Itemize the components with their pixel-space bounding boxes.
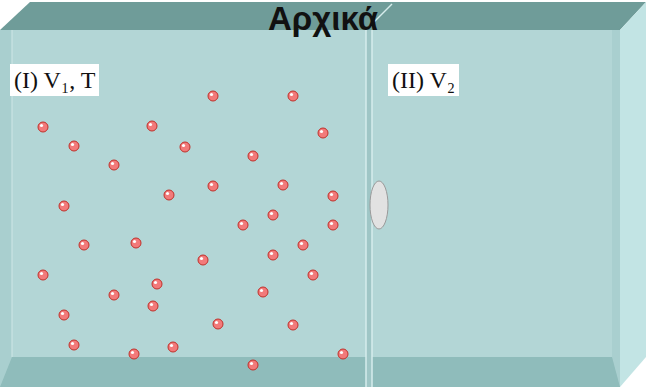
particle-highlight: [290, 322, 293, 325]
particle-highlight: [111, 292, 114, 295]
particle-highlight: [270, 252, 273, 255]
gas-particle: [213, 319, 223, 329]
gas-particle: [59, 310, 69, 320]
gas-particle: [288, 320, 298, 330]
chamber-label: (I) V₁, T: [10, 64, 99, 96]
particle-highlight: [250, 362, 253, 365]
chamber-label: (II) V₂: [388, 64, 459, 96]
chamber-text: (I) V₁, T: [14, 67, 95, 93]
gas-particle: [168, 342, 178, 352]
particle-highlight: [215, 321, 218, 324]
diagram-title: Αρχικά: [0, 0, 646, 38]
particle-highlight: [61, 203, 64, 206]
gas-particle: [308, 270, 318, 280]
gas-particle: [131, 238, 141, 248]
particle-highlight: [340, 351, 343, 354]
particle-highlight: [260, 289, 263, 292]
gas-particle: [268, 250, 278, 260]
gas-particle: [288, 91, 298, 101]
partition-edge: [365, 30, 367, 387]
right-face: [620, 2, 646, 387]
particle-highlight: [270, 212, 273, 215]
chamber-text: (II) V₂: [392, 67, 455, 93]
particle-highlight: [320, 130, 323, 133]
valve: [370, 181, 388, 229]
particle-highlight: [330, 193, 333, 196]
gas-particle: [152, 279, 162, 289]
particle-highlight: [40, 124, 43, 127]
gas-particle: [258, 287, 268, 297]
particle-highlight: [154, 281, 157, 284]
gas-particle: [328, 220, 338, 230]
gas-particle: [180, 142, 190, 152]
gas-particle: [38, 122, 48, 132]
back-wall: [12, 30, 612, 357]
particle-highlight: [210, 183, 213, 186]
gas-particle: [268, 210, 278, 220]
particle-highlight: [310, 272, 313, 275]
particle-group: [38, 91, 348, 370]
particle-highlight: [250, 153, 253, 156]
particle-highlight: [111, 162, 114, 165]
particle-highlight: [240, 222, 243, 225]
particle-highlight: [210, 93, 213, 96]
gas-particle: [69, 141, 79, 151]
gas-particle: [318, 128, 328, 138]
gas-particle: [298, 240, 308, 250]
particle-highlight: [40, 272, 43, 275]
particle-highlight: [149, 123, 152, 126]
gas-particle: [69, 340, 79, 350]
gas-particle: [147, 121, 157, 131]
gas-particle: [109, 160, 119, 170]
particle-highlight: [133, 240, 136, 243]
gas-particle: [79, 240, 89, 250]
particle-highlight: [81, 242, 84, 245]
particle-highlight: [182, 144, 185, 147]
gas-particle: [148, 301, 158, 311]
gas-particle: [59, 201, 69, 211]
particle-highlight: [330, 222, 333, 225]
particle-highlight: [71, 143, 74, 146]
particle-highlight: [166, 192, 169, 195]
particle-highlight: [71, 342, 74, 345]
particle-highlight: [131, 351, 134, 354]
particle-highlight: [200, 257, 203, 260]
gas-particle: [198, 255, 208, 265]
gas-particle: [208, 181, 218, 191]
gas-particle: [238, 220, 248, 230]
gas-particle: [278, 180, 288, 190]
gas-particle: [129, 349, 139, 359]
particle-highlight: [150, 303, 153, 306]
gas-particle: [328, 191, 338, 201]
particle-highlight: [290, 93, 293, 96]
gas-particle: [164, 190, 174, 200]
particle-highlight: [61, 312, 64, 315]
floor: [0, 357, 620, 387]
front-glass: [0, 30, 620, 387]
particle-highlight: [300, 242, 303, 245]
gas-particle: [338, 349, 348, 359]
particle-highlight: [170, 344, 173, 347]
gas-particle: [109, 290, 119, 300]
particle-highlight: [280, 182, 283, 185]
gas-particle: [208, 91, 218, 101]
gas-particle: [38, 270, 48, 280]
gas-particle: [248, 360, 258, 370]
gas-particle: [248, 151, 258, 161]
